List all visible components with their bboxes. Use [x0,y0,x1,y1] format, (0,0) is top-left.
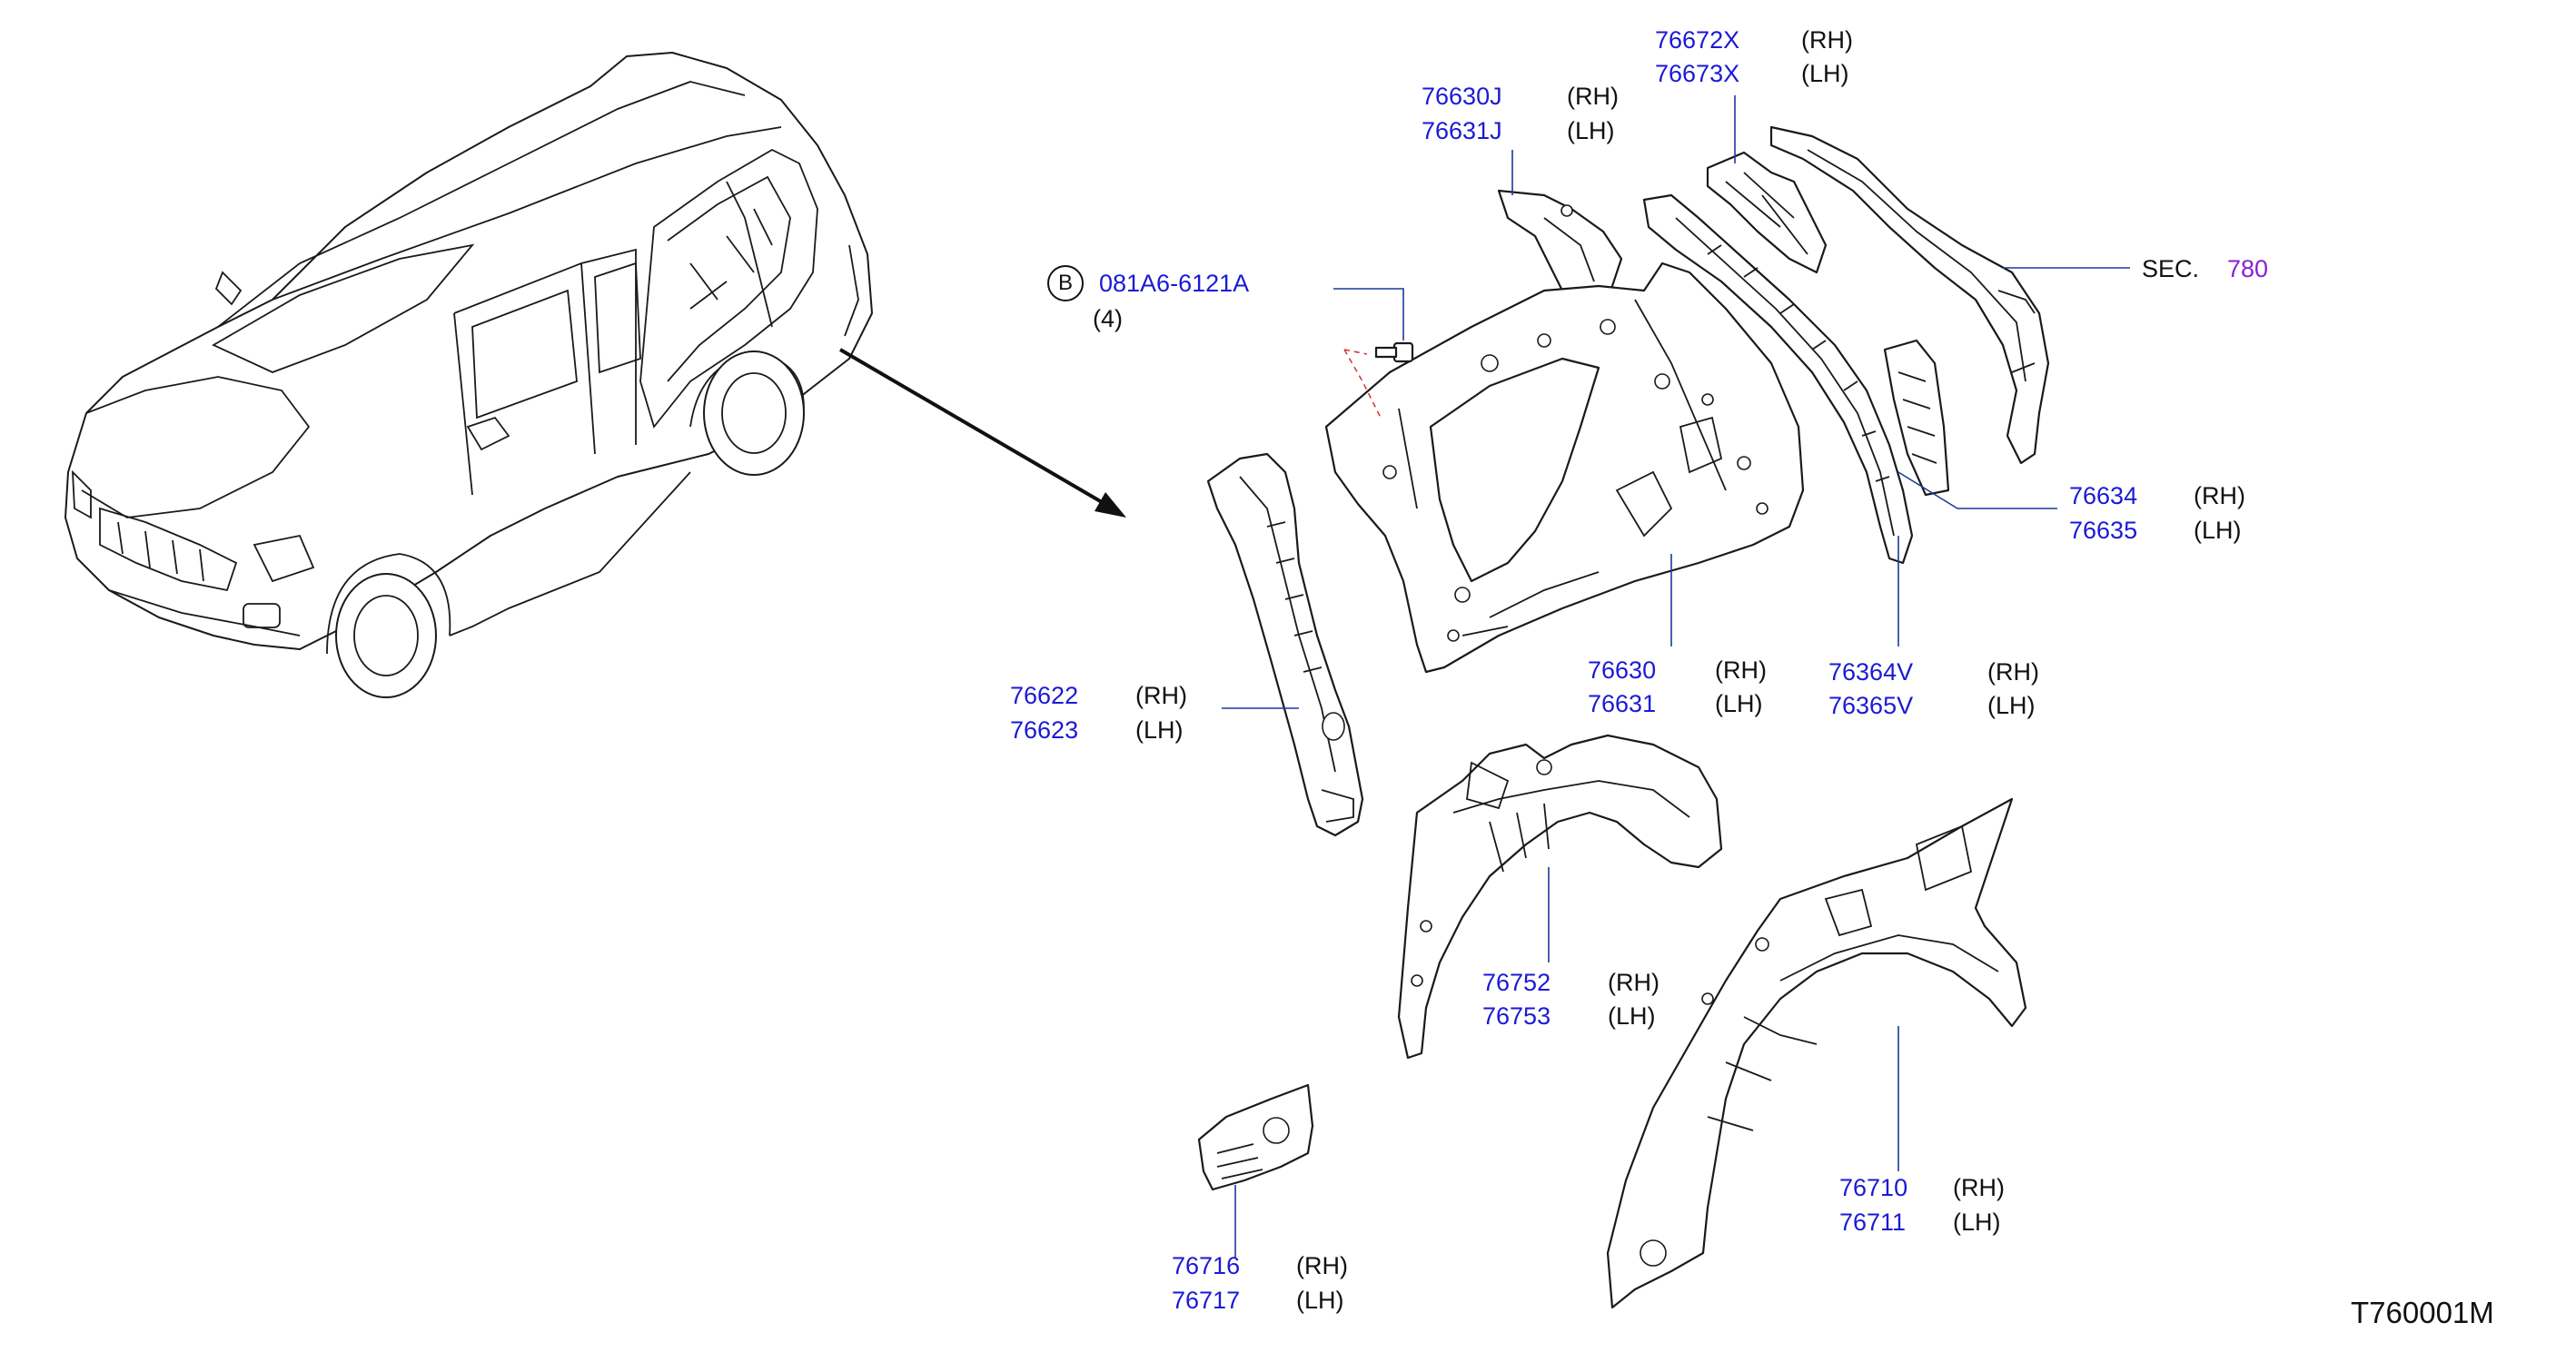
part-number-lh[interactable]: 76631 [1588,690,1657,717]
side-label-rh: (RH) [1135,682,1187,709]
part-number-lh[interactable]: 76673X [1655,60,1740,87]
section-prefix: SEC. [2142,255,2200,282]
leader-lines [1222,95,2130,1258]
part-number-rh[interactable]: 76622 [1010,682,1079,709]
side-label-lh: (LH) [1567,117,1615,144]
part-number-rh[interactable]: 76630 [1588,656,1657,684]
part-number-rh[interactable]: 76634 [2069,482,2138,509]
part-number-lh[interactable]: 76635 [2069,517,2138,544]
side-label-lh: (LH) [1608,1002,1656,1030]
vehicle-illustration [64,52,873,698]
part-number-lh[interactable]: 76631J [1422,117,1502,144]
side-label-lh: (LH) [1801,60,1849,87]
part-76634 [1883,339,1950,497]
side-label-rh: (RH) [1608,969,1660,996]
part-76716 [1197,1083,1314,1191]
part-number-rh[interactable]: 76710 [1839,1174,1908,1201]
side-label-rh: (RH) [1567,83,1619,110]
part-number-lh[interactable]: 76753 [1482,1002,1551,1030]
part-number-lh[interactable]: 76711 [1839,1209,1907,1236]
part-76710 [1606,797,2027,1309]
part-number-lh[interactable]: 76365V [1828,692,1914,719]
side-label-rh: (RH) [1953,1174,2005,1201]
side-label-rh: (RH) [1987,658,2039,686]
side-label-lh: (LH) [2194,517,2242,544]
side-label-rh: (RH) [1801,26,1853,54]
part-76672x [1706,151,1828,274]
part-number-rh[interactable]: 76364V [1828,658,1914,686]
part-76630 [1324,262,1805,674]
side-label-lh: (LH) [1987,692,2036,719]
pointer-arrow [838,348,1126,518]
side-label-lh: (LH) [1715,690,1763,717]
part-76364v [1642,193,1914,565]
part-number-rh[interactable]: 76716 [1172,1252,1241,1279]
bolt-081a6 [1333,288,1414,419]
part-number-lh[interactable]: 76623 [1010,716,1079,744]
part-number-rh[interactable]: 76630J [1422,83,1502,110]
bolt-part-number[interactable]: 081A6-6121A [1099,270,1250,297]
section-number[interactable]: 780 [2227,255,2269,282]
bolt-quantity: (4) [1093,305,1123,332]
part-76622 [1206,452,1364,837]
part-number-rh[interactable]: 76752 [1482,969,1551,996]
part-number-rh[interactable]: 76672X [1655,26,1740,54]
diagram-code: T760001M [2351,1296,2494,1329]
bolt-marker-b: B [1047,265,1084,301]
side-label-rh: (RH) [1296,1252,1348,1279]
part-sec-780-pillar [1769,125,2050,465]
part-number-lh[interactable]: 76717 [1172,1287,1241,1314]
side-label-lh: (LH) [1135,716,1184,744]
part-76752 [1397,734,1723,1060]
side-label-lh: (LH) [1296,1287,1344,1314]
side-label-rh: (RH) [1715,656,1767,684]
side-label-rh: (RH) [2194,482,2245,509]
part-76630j [1497,189,1623,311]
side-label-lh: (LH) [1953,1209,2001,1236]
